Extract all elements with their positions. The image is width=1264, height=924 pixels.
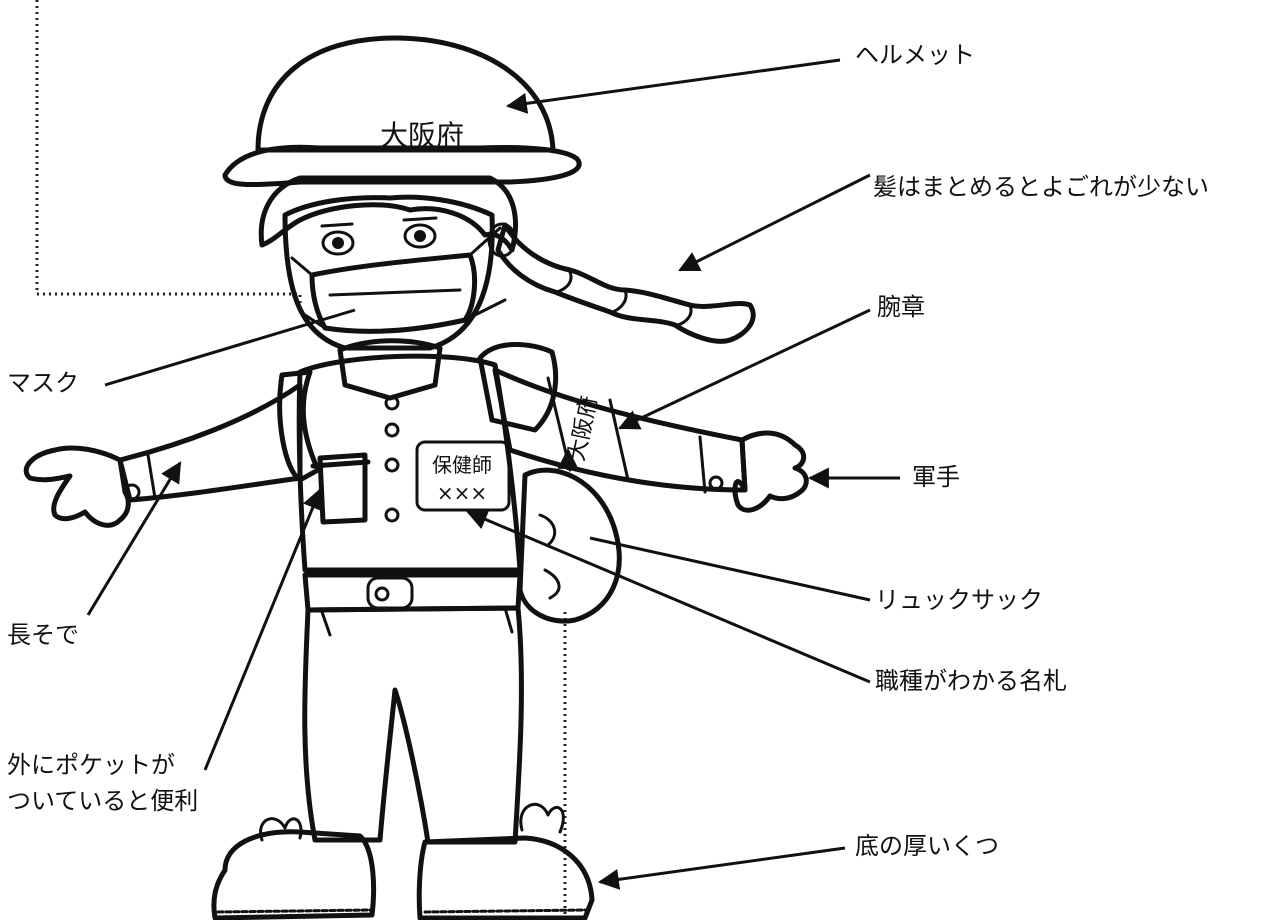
label-pocket-line1: 外にポケットが: [7, 751, 175, 779]
leader-backpack: [589, 536, 871, 602]
helmet-text: 大阪府: [380, 119, 464, 152]
label-shoes: 底の厚いくつ: [855, 832, 999, 860]
leader-armband: [618, 308, 871, 430]
belt: [302, 572, 523, 613]
leader-helmet: [505, 58, 841, 114]
helmet: 大阪府: [222, 35, 582, 188]
backpack: [517, 467, 622, 624]
leader-name-tag: [466, 509, 871, 684]
label-gloves: 軍手: [912, 463, 960, 491]
label-backpack: リュックサック: [875, 586, 1043, 614]
label-long-sleeves: 長そで: [7, 621, 79, 649]
backpack-straps: [277, 342, 559, 483]
label-name-tag: 職種がわかる名札: [875, 667, 1067, 695]
shoe-left: [211, 817, 377, 921]
trousers: [302, 605, 524, 845]
mask: [290, 226, 507, 334]
leader-pocket: [203, 488, 323, 771]
label-pocket-line2: ついていると便利: [7, 787, 199, 815]
name-tag: 保健師 ×××: [415, 440, 511, 512]
leader-shoes: [597, 846, 846, 890]
armband-text: 大阪府: [565, 394, 603, 464]
left-arm: [117, 382, 303, 503]
leader-long-sleeves: [86, 461, 182, 616]
label-hair: 髪はまとめるとよごれが少ない: [873, 173, 1209, 201]
glove-right: [732, 430, 809, 513]
name-tag-line1: 保健師: [432, 453, 492, 477]
label-mask: マスク: [7, 369, 79, 397]
glove-left: [23, 445, 141, 528]
leader-lines: [86, 58, 900, 890]
label-armband: 腕章: [877, 293, 925, 321]
hair: [258, 175, 518, 253]
label-helmet: ヘルメット: [855, 41, 975, 69]
leader-mask: [104, 308, 356, 387]
face: [282, 194, 517, 351]
braid: [495, 222, 756, 344]
name-tag-line2: ×××: [437, 481, 487, 505]
leader-hair: [678, 173, 871, 272]
shoe-right: [416, 802, 595, 921]
dotted-frame-top: [35, 0, 302, 312]
